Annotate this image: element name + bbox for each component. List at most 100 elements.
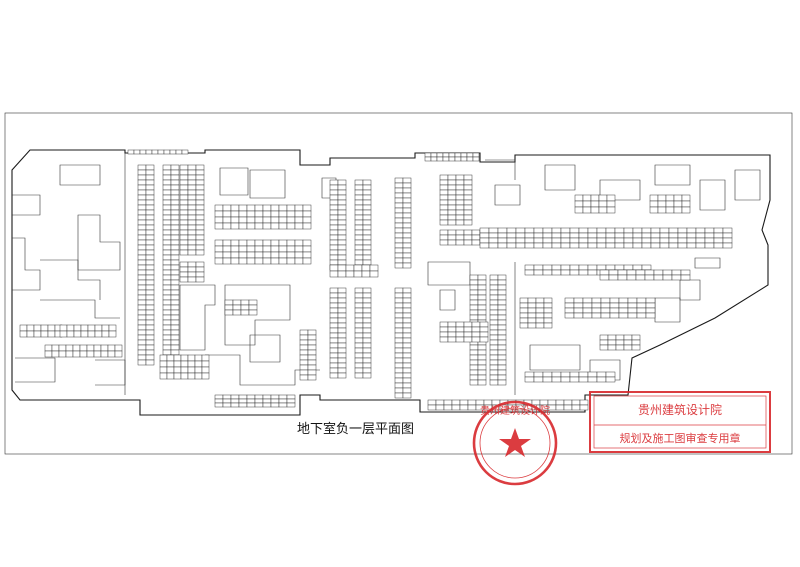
parking-stall xyxy=(107,350,116,358)
parking-stall xyxy=(551,237,562,244)
parking-stall xyxy=(173,372,182,380)
parking-stall xyxy=(394,377,404,384)
parking-stall xyxy=(254,394,264,400)
sheet-frame xyxy=(4,112,793,455)
parking-stall xyxy=(137,194,147,201)
parking-stall xyxy=(362,209,372,216)
parking-stall xyxy=(467,404,477,411)
parking-stall xyxy=(329,297,339,304)
parking-stall xyxy=(238,251,248,259)
parking-stall xyxy=(187,209,197,216)
parking-stall xyxy=(606,206,616,214)
parking-stall xyxy=(187,244,197,251)
interior-walls xyxy=(12,153,761,395)
parking-stall xyxy=(145,319,155,326)
parking-stall xyxy=(145,234,155,241)
parking-stall xyxy=(162,234,172,241)
parking-stall xyxy=(238,402,248,408)
parking-stall xyxy=(632,227,643,234)
parking-stall xyxy=(195,244,205,251)
parking-stall xyxy=(354,332,364,339)
parking-stall xyxy=(195,179,205,186)
parking-stall xyxy=(329,347,339,354)
parking-stall xyxy=(166,354,175,362)
parking-stall xyxy=(145,349,155,356)
parking-stall xyxy=(623,334,633,341)
parking-stall xyxy=(173,360,182,368)
parking-stall xyxy=(591,302,602,309)
parking-stall xyxy=(145,334,155,341)
parking-stall xyxy=(569,264,580,271)
parking-stall xyxy=(195,204,205,211)
parking-stall xyxy=(137,289,147,296)
parking-stall xyxy=(145,314,155,321)
parking-stall xyxy=(329,287,339,294)
parking-stall xyxy=(665,194,675,202)
parking-stall xyxy=(307,344,317,351)
parking-stall xyxy=(166,372,175,380)
parking-stall xyxy=(469,379,479,386)
parking-stall xyxy=(278,245,288,253)
parking-stall xyxy=(299,354,309,361)
parking-stall xyxy=(337,184,347,191)
parking-stall xyxy=(94,324,103,332)
parking-stall xyxy=(472,156,480,162)
parking-stall xyxy=(80,324,89,332)
parking-stall xyxy=(302,222,312,230)
parking-stall xyxy=(354,239,364,246)
parking-stall xyxy=(722,227,733,234)
parking-stall xyxy=(704,237,715,244)
parking-stall xyxy=(535,302,545,309)
parking-stall xyxy=(302,257,312,265)
parking-stall xyxy=(451,404,461,411)
parking-stall xyxy=(201,354,210,362)
parking-stall xyxy=(618,307,629,314)
parking-stall xyxy=(402,182,412,189)
parking-stall xyxy=(254,245,264,253)
parking-stall xyxy=(598,200,608,208)
parking-stall xyxy=(162,274,172,281)
parking-stall xyxy=(641,264,652,271)
parking-stall xyxy=(86,350,95,358)
parking-stall xyxy=(145,239,155,246)
parking-stall xyxy=(354,194,364,201)
parking-stall xyxy=(394,212,404,219)
parking-stall xyxy=(354,312,364,319)
parking-stall xyxy=(439,321,449,328)
parking-stall xyxy=(469,279,479,286)
parking-stall xyxy=(145,304,155,311)
parking-stall xyxy=(137,329,147,336)
parking-stall xyxy=(657,206,667,214)
parking-stall xyxy=(214,216,224,224)
parking-stall xyxy=(337,214,347,221)
parking-stall xyxy=(151,149,159,155)
parking-stall xyxy=(402,317,412,324)
parking-stall xyxy=(555,399,565,406)
parking-stall xyxy=(394,257,404,264)
parking-stall xyxy=(626,274,637,281)
parking-stall xyxy=(187,204,197,211)
parking-stall xyxy=(137,274,147,281)
parking-stall xyxy=(307,334,317,341)
parking-stall xyxy=(695,232,706,239)
parking-stall xyxy=(294,204,304,212)
parking-stall xyxy=(307,374,317,381)
parking-stall xyxy=(286,216,296,224)
parking-stall xyxy=(354,327,364,334)
parking-stall xyxy=(402,212,412,219)
parking-stall xyxy=(26,330,35,338)
parking-stall xyxy=(337,332,347,339)
parking-stall xyxy=(598,206,608,214)
parking-stall xyxy=(677,237,688,244)
parking-stall xyxy=(506,242,517,249)
parking-stall xyxy=(479,321,489,328)
parking-stall xyxy=(497,279,507,286)
parking-stall xyxy=(145,354,155,361)
parking-stall xyxy=(394,392,404,399)
parking-stall xyxy=(248,299,258,306)
parking-stall xyxy=(394,222,404,229)
parking-stall xyxy=(447,239,457,246)
parking-stall xyxy=(137,244,147,251)
parking-stall xyxy=(439,219,449,226)
parking-stall xyxy=(650,227,661,234)
